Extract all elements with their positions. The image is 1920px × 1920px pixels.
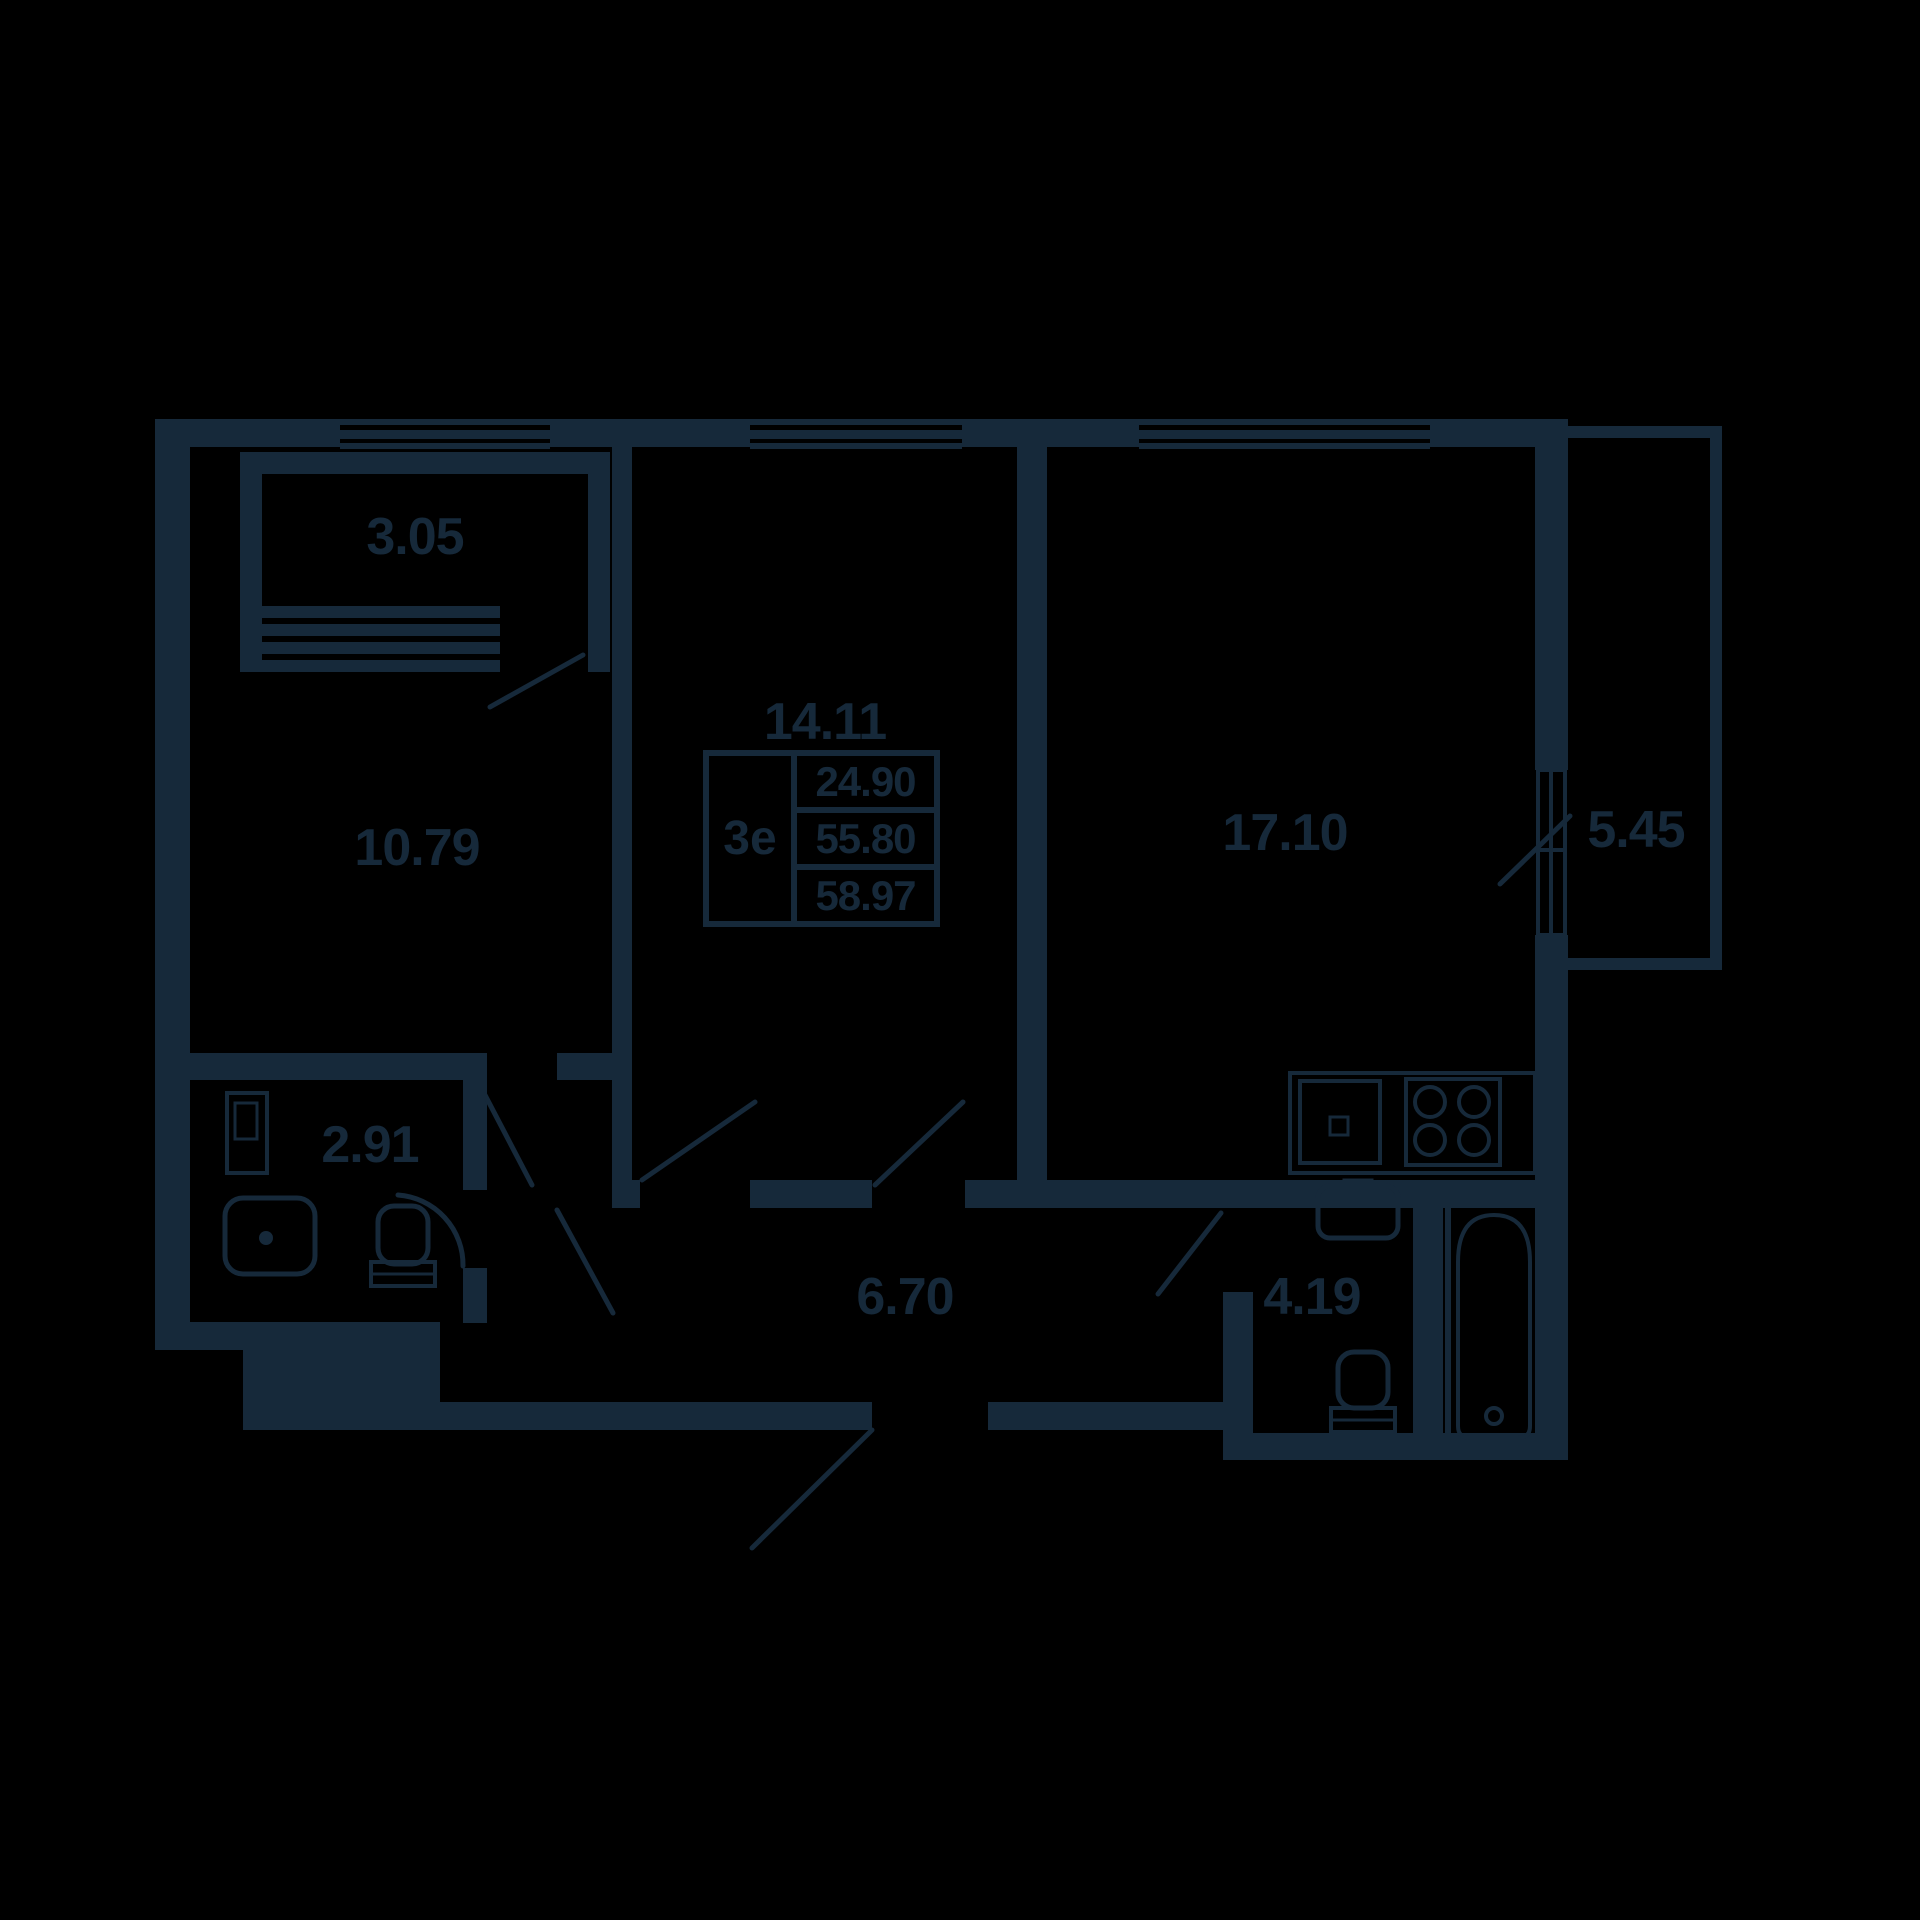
balcony-door-window-icon [1536, 768, 1567, 937]
room-area-label-hallway: 6.70 [856, 1268, 954, 1326]
kitchen-counter [1288, 1071, 1537, 1175]
balcony-walls [1535, 426, 1722, 970]
living-area-cell: 24.90 [815, 757, 916, 805]
room-area-label-bathroom-small: 2.91 [321, 1116, 419, 1174]
sink-icon [222, 1195, 318, 1277]
loggia-window-icon [262, 606, 500, 672]
room-area-label-balcony: 5.45 [1587, 801, 1685, 859]
room-area-label-bedroom: 10.79 [354, 819, 480, 877]
wall [155, 419, 1568, 1460]
room-area-label-bathroom: 4.19 [1263, 1268, 1361, 1326]
kitchen-sink-icon [1298, 1079, 1382, 1165]
area-summary-table: 3е 24.90 55.80 58.97 [703, 750, 940, 927]
total-area-cell: 58.97 [797, 864, 934, 921]
stove-icon [1404, 1077, 1502, 1167]
room-area-label-loggia: 3.05 [366, 508, 464, 566]
toilet-icon [1329, 1349, 1397, 1434]
room-area-label-room-center: 14.11 [763, 693, 887, 751]
apartment-area-cell: 55.80 [797, 807, 934, 864]
loggia-walls [240, 452, 610, 672]
bathtub-icon [1445, 1202, 1543, 1451]
unit-type-cell: 3е [709, 756, 797, 921]
door-swing [395, 652, 1573, 1551]
room-area-label-kitchen-living: 17.10 [1222, 804, 1348, 862]
washbasin-icon [1315, 1178, 1401, 1241]
window-icon [340, 419, 1430, 449]
washing-machine-icon [225, 1091, 269, 1175]
toilet-icon [369, 1203, 437, 1288]
